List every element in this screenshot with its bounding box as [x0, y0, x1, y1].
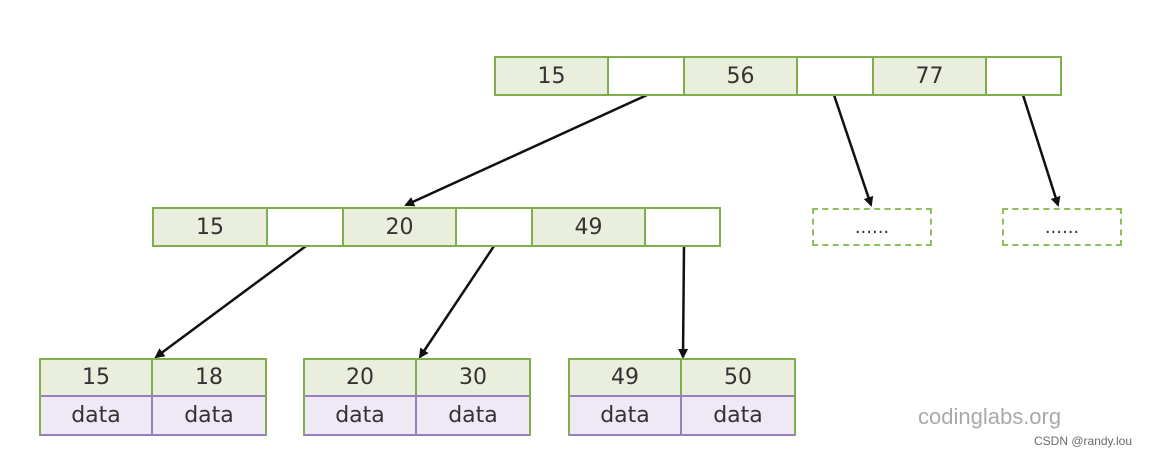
- leaf-3-key-1: 49: [570, 360, 682, 395]
- watermark-main: codinglabs.org: [918, 404, 1062, 429]
- arrow-root-to-placeholder-1: [832, 94, 874, 207]
- arrow-internal-to-leaf-2: [418, 245, 496, 359]
- internal-key-3: 49: [533, 209, 646, 245]
- arrow-root-to-internal: [404, 93, 648, 207]
- leaf-1-data-2: data: [153, 397, 265, 434]
- internal-key-2: 20: [344, 209, 457, 245]
- leaf-3-keys: 49 50: [570, 360, 794, 397]
- leaf-1-keys: 15 18: [41, 360, 265, 397]
- leaf-3-key-2: 50: [682, 360, 794, 395]
- leaf-2-key-2: 30: [417, 360, 529, 395]
- leaf-node-3: 49 50 data data: [568, 358, 796, 436]
- internal-pointer-3: [646, 209, 719, 245]
- leaf-1-key-1: 15: [41, 360, 153, 395]
- leaf-3-data-2: data: [682, 397, 794, 434]
- arrow-internal-to-leaf-3: [678, 245, 689, 359]
- root-pointer-2: [798, 58, 874, 94]
- arrow-root-to-placeholder-2: [1021, 94, 1061, 207]
- leaf-1-data: data data: [41, 397, 265, 434]
- root-node: 15 56 77: [494, 56, 1062, 96]
- root-pointer-3: [987, 58, 1060, 94]
- leaf-1-data-1: data: [41, 397, 153, 434]
- root-pointer-1: [609, 58, 685, 94]
- leaf-3-data-1: data: [570, 397, 682, 434]
- placeholder-node-1: ......: [812, 208, 932, 246]
- root-key-1: 15: [496, 58, 609, 94]
- leaf-2-key-1: 20: [305, 360, 417, 395]
- leaf-3-data: data data: [570, 397, 794, 434]
- internal-pointer-1: [268, 209, 344, 245]
- leaf-2-data-2: data: [417, 397, 529, 434]
- internal-key-1: 15: [154, 209, 268, 245]
- leaf-node-1: 15 18 data data: [39, 358, 267, 436]
- leaf-2-keys: 20 30: [305, 360, 529, 397]
- leaf-2-data-1: data: [305, 397, 417, 434]
- leaf-node-2: 20 30 data data: [303, 358, 531, 436]
- watermark-credit: CSDN @randy.lou: [1034, 434, 1132, 448]
- internal-pointer-2: [457, 209, 533, 245]
- arrow-internal-to-leaf-1: [154, 244, 307, 359]
- internal-node: 15 20 49: [152, 207, 721, 247]
- root-key-2: 56: [685, 58, 798, 94]
- leaf-2-data: data data: [305, 397, 529, 434]
- root-key-3: 77: [874, 58, 987, 94]
- leaf-1-key-2: 18: [153, 360, 265, 395]
- placeholder-node-2: ......: [1002, 208, 1122, 246]
